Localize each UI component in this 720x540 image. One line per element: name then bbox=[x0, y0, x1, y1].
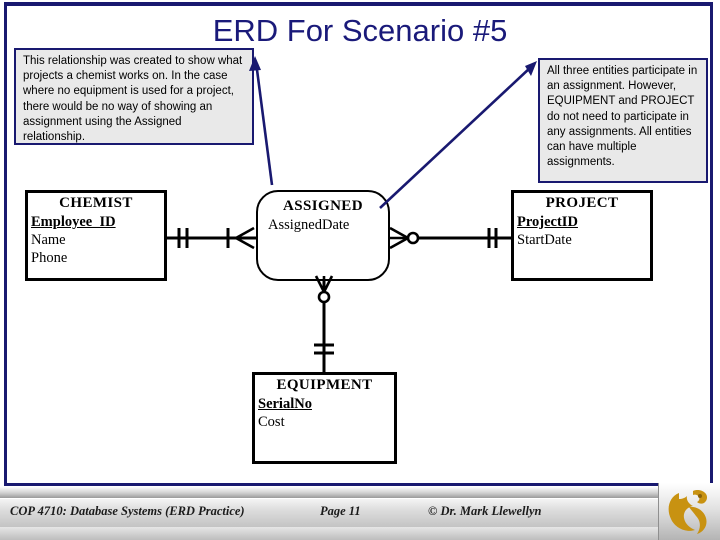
entity-project-name: PROJECT bbox=[545, 195, 619, 211]
entity-assigned-attributes: AssignedDate bbox=[258, 216, 388, 234]
footer-course: COP 4710: Database Systems (ERD Practice… bbox=[10, 504, 245, 518]
attribute-name: Name bbox=[31, 232, 66, 248]
pegasus-icon bbox=[668, 490, 708, 534]
entity-project-attributes: ProjectID StartDate bbox=[514, 213, 650, 249]
entity-assigned-name: ASSIGNED bbox=[283, 198, 363, 214]
footer-page-number: Page 11 bbox=[320, 504, 361, 518]
annotation-note-left: This relationship was created to show wh… bbox=[14, 48, 254, 145]
pegasus-logo bbox=[658, 483, 720, 540]
attribute-start-date: StartDate bbox=[517, 232, 572, 248]
footer: COP 4710: Database Systems (ERD Practice… bbox=[0, 487, 720, 540]
footer-bar-top bbox=[0, 487, 720, 498]
annotation-note-right: All three entities participate in an ass… bbox=[538, 58, 708, 183]
attribute-assigned-date: AssignedDate bbox=[268, 217, 350, 233]
entity-chemist-name: CHEMIST bbox=[59, 195, 133, 211]
entity-project[interactable]: PROJECT ProjectID StartDate bbox=[511, 190, 653, 281]
attribute-project-id: ProjectID bbox=[517, 214, 578, 230]
entity-equipment[interactable]: EQUIPMENT SerialNo Cost bbox=[252, 372, 397, 464]
entity-chemist[interactable]: CHEMIST Employee_ID Name Phone bbox=[25, 190, 167, 281]
attribute-phone: Phone bbox=[31, 250, 68, 266]
attribute-cost: Cost bbox=[258, 414, 285, 430]
attribute-serial-no: SerialNo bbox=[258, 396, 312, 412]
entity-equipment-attributes: SerialNo Cost bbox=[255, 395, 394, 431]
entity-assigned[interactable]: ASSIGNED AssignedDate bbox=[256, 190, 390, 281]
entity-chemist-attributes: Employee_ID Name Phone bbox=[28, 213, 164, 267]
entity-equipment-name: EQUIPMENT bbox=[276, 377, 373, 393]
attribute-employee-id: Employee_ID bbox=[31, 214, 116, 230]
footer-bar-bottom bbox=[0, 527, 720, 540]
footer-author: © Dr. Mark Llewellyn bbox=[428, 504, 542, 518]
page-title: ERD For Scenario #5 bbox=[212, 13, 508, 48]
